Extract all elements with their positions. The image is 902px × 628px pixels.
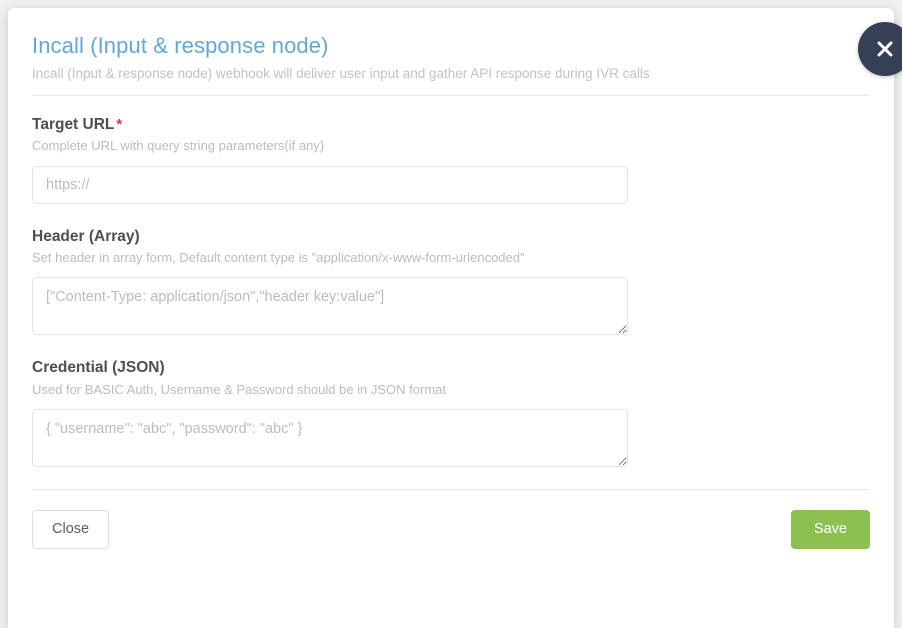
- webhook-settings-modal: Incall (Input & response node) Incall (I…: [8, 8, 902, 628]
- field-hint-credential-json: Used for BASIC Auth, Username & Password…: [32, 382, 447, 398]
- field-label-header-array: Header (Array): [32, 227, 140, 245]
- credential-json-textarea[interactable]: [32, 409, 628, 468]
- required-asterisk: *: [116, 115, 123, 133]
- header-array-textarea[interactable]: [32, 277, 628, 336]
- field-hint-target-url: Complete URL with query string parameter…: [32, 138, 325, 154]
- modal-body: Target URL* Complete URL with query stri…: [32, 96, 870, 468]
- field-credential-json: Credential (JSON) Used for BASIC Auth, U…: [32, 357, 870, 468]
- modal-header: Incall (Input & response node) Incall (I…: [32, 8, 870, 96]
- modal-footer: Close Save: [32, 489, 870, 549]
- field-header-array: Header (Array) Set header in array form,…: [32, 226, 870, 336]
- close-icon-button[interactable]: [858, 22, 902, 76]
- field-hint-header-array: Set header in array form, Default conten…: [32, 250, 525, 266]
- modal-subtitle: Incall (Input & response node) webhook w…: [32, 65, 650, 81]
- field-target-url: Target URL* Complete URL with query stri…: [32, 114, 870, 204]
- field-label-text: Target URL: [32, 115, 115, 133]
- modal-title: Incall (Input & response node): [32, 33, 329, 58]
- close-icon: [877, 41, 893, 57]
- close-button[interactable]: Close: [32, 510, 110, 549]
- target-url-input[interactable]: [32, 165, 628, 204]
- save-button[interactable]: Save: [790, 510, 870, 549]
- field-label-credential-json: Credential (JSON): [32, 359, 165, 377]
- field-label-target-url: Target URL*: [32, 114, 870, 136]
